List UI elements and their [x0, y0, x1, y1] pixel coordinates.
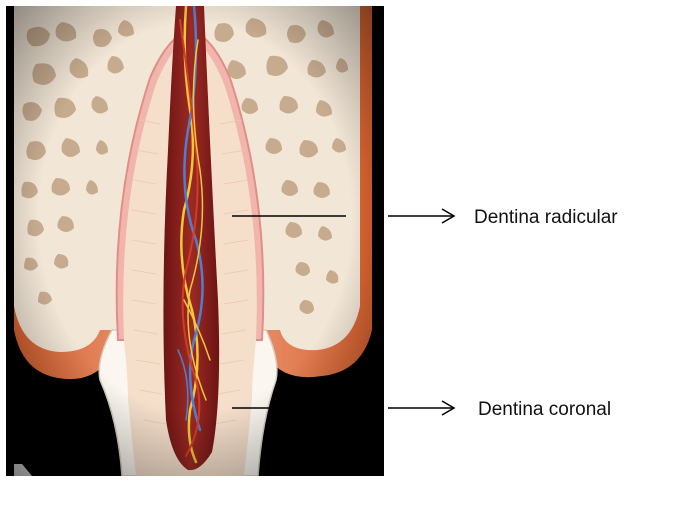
- vignette-overlay: [6, 6, 384, 476]
- illustration-panel: [6, 6, 384, 476]
- right-arrow-icon: [388, 401, 454, 415]
- label-dentina-coronal: Dentina coronal: [478, 399, 611, 420]
- right-arrow-icon: [388, 209, 454, 223]
- label-dentina-radicular: Dentina radicular: [474, 207, 618, 228]
